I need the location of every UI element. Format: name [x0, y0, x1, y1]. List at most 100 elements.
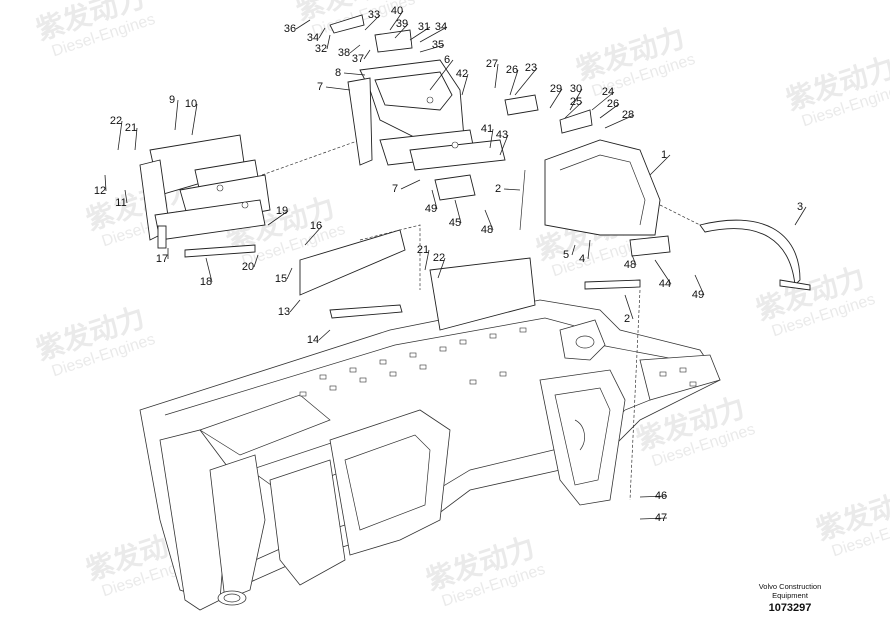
deck-hole [469, 379, 477, 385]
callout-label: 10 [185, 98, 197, 110]
callout-label: 22 [110, 115, 122, 127]
callout-leader-line [591, 91, 615, 111]
callout-leader-line [564, 101, 583, 119]
center-plates [299, 224, 536, 331]
callout-label: 23 [525, 62, 537, 74]
deck-hole [489, 333, 497, 339]
callout-leader-line [205, 257, 213, 283]
callout-leader-line [124, 189, 128, 204]
callout-label: 40 [391, 5, 403, 17]
callout-label: 15 [275, 273, 287, 285]
callout-label: 33 [368, 9, 380, 21]
callout-leader-line [343, 72, 366, 76]
callout-leader-line [694, 274, 705, 296]
callout-label: 26 [607, 98, 619, 110]
callout-label: 37 [352, 53, 364, 65]
callout-label: 13 [278, 306, 290, 318]
deck-hole [519, 327, 527, 333]
footer-company-sub: Equipment [772, 591, 808, 600]
callout-label: 43 [496, 129, 508, 141]
callout-leader-line [389, 10, 404, 31]
upper-support-bracket [347, 59, 506, 171]
callout-label: 9 [169, 94, 175, 106]
callout-label: 29 [550, 83, 562, 95]
callout-label: 1 [661, 149, 667, 161]
callout-leader-line [454, 199, 462, 224]
deck-hole [409, 352, 417, 358]
footer-document-number: 1073297 [768, 602, 812, 614]
callout-label: 8 [335, 67, 341, 79]
callout-leader-line [503, 188, 521, 191]
callout-leader-line [499, 134, 509, 156]
callout-leader-line [363, 49, 371, 60]
callout-leader-line [104, 174, 107, 192]
callout-leader-line [429, 59, 454, 91]
callout-label: 2 [495, 183, 501, 195]
callout-label: 24 [602, 86, 614, 98]
deck-hole [689, 381, 697, 387]
callout-leader-line [191, 103, 198, 136]
callout-leader-line [649, 154, 671, 176]
callout-leader-line [509, 69, 519, 96]
callout-label: 30 [570, 83, 582, 95]
callout-label: 2 [624, 313, 630, 325]
deck-hole [349, 367, 357, 373]
callout-leader-line [326, 34, 331, 50]
callout-leader-line [489, 128, 494, 149]
callout-label: 6 [444, 54, 450, 66]
callout-leader-line [419, 44, 445, 53]
callout-label: 41 [481, 123, 493, 135]
callout-leader-line [624, 294, 634, 320]
callout-leader-line [318, 329, 331, 341]
deck-hole [439, 346, 447, 352]
deck-hole [389, 371, 397, 377]
deck-hole [419, 364, 427, 370]
callout-leader-line [286, 267, 293, 280]
callout-leader-line [419, 26, 448, 43]
deck-hole [329, 385, 337, 391]
callout-leader-line [289, 299, 301, 313]
callout-leader-line [569, 88, 583, 111]
callout-label: 22 [433, 252, 445, 264]
callout-leader-line [549, 88, 563, 109]
left-bracket-assembly [139, 134, 361, 258]
callout-leader-line [571, 244, 576, 256]
callout-leader-line [318, 27, 326, 39]
callout-label: 44 [659, 278, 671, 290]
callout-leader-line [461, 73, 469, 96]
callout-leader-line [604, 114, 635, 129]
callout-label: 5 [563, 249, 569, 261]
callout-leader-line [295, 19, 311, 30]
deck-hole [679, 367, 687, 373]
callout-leader-line [514, 67, 538, 96]
callout-label: 45 [449, 217, 461, 229]
callout-leader-line [639, 517, 668, 520]
callout-label: 3 [797, 201, 803, 213]
callout-leader-line [431, 189, 438, 210]
callout-label: 16 [310, 220, 322, 232]
hardware-parts [329, 14, 593, 201]
callout-leader-line [587, 239, 591, 260]
callout-leader-line [437, 257, 446, 279]
callout-label: 11 [115, 197, 126, 209]
deck-hole [359, 377, 367, 383]
callout-leader-line [400, 179, 421, 190]
callout-label: 42 [456, 68, 468, 80]
callout-leader-line [631, 254, 637, 266]
deck-hole [659, 371, 667, 377]
callout-label: 34 [435, 21, 447, 33]
callout-label: 4 [579, 253, 585, 265]
callout-leader-line [349, 44, 361, 54]
callout-label: 35 [432, 39, 444, 51]
deck-hole [319, 374, 327, 380]
callout-label: 26 [506, 64, 518, 76]
callout-label: 39 [396, 18, 408, 30]
callout-leader-line [394, 23, 409, 39]
callout-label: 38 [338, 47, 350, 59]
callout-label: 36 [284, 23, 296, 35]
callout-label: 7 [392, 183, 398, 195]
callout-leader-line [304, 225, 323, 246]
callout-label: 49 [425, 203, 437, 215]
